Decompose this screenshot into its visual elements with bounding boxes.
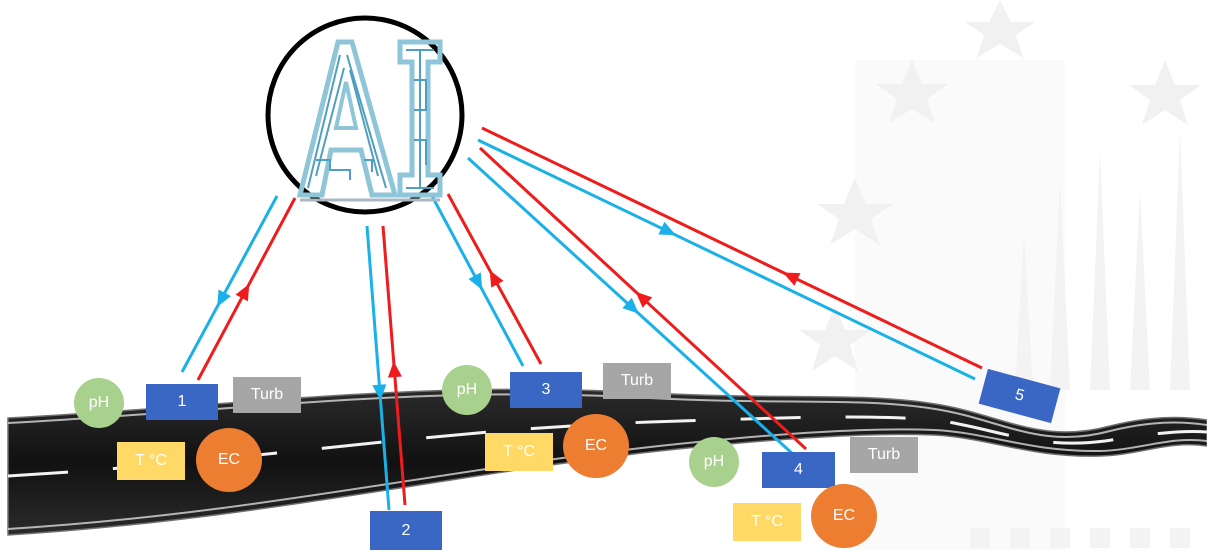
links bbox=[180, 126, 983, 511]
ai-circuit-maze-icon bbox=[296, 39, 443, 202]
node-box-4: 4 bbox=[762, 452, 835, 488]
background-star-icon bbox=[965, 0, 1035, 58]
temp-sensor-3: T °C bbox=[485, 433, 553, 471]
uplink-5 bbox=[481, 126, 983, 370]
downlink-1 bbox=[180, 195, 279, 373]
turb-sensor-3: Turb bbox=[603, 363, 671, 399]
ph-sensor-3: pH bbox=[442, 365, 492, 415]
downlink-2-arrowhead bbox=[372, 384, 387, 401]
uplink-2-arrowhead bbox=[387, 361, 402, 378]
downlink-5-arrowhead bbox=[658, 221, 676, 236]
ph-sensor-1: pH bbox=[74, 378, 124, 428]
node-box-3: 3 bbox=[510, 372, 582, 408]
road-center-dashes bbox=[7, 415, 1207, 478]
downlink-5 bbox=[477, 138, 976, 381]
downlink-3-arrowhead bbox=[468, 272, 483, 290]
turb-sensor-1: Turb bbox=[233, 377, 301, 413]
background-star-icon bbox=[817, 178, 893, 245]
uplink-4-arrowhead bbox=[635, 291, 653, 308]
ec-sensor-3: EC bbox=[563, 414, 629, 478]
background-star-icon bbox=[1129, 60, 1201, 125]
turb-sensor-4: Turb bbox=[850, 437, 918, 473]
road-edge-line bbox=[7, 428, 1207, 530]
downlink-4-arrowhead bbox=[622, 297, 639, 314]
background-star-icon bbox=[799, 305, 871, 371]
downlink-1-arrowhead bbox=[217, 289, 231, 307]
ai-hub: AI bbox=[265, 15, 465, 215]
node-box-2: 2 bbox=[370, 511, 442, 550]
temp-sensor-1: T °C bbox=[117, 442, 185, 480]
temp-sensor-4: T °C bbox=[733, 503, 801, 541]
uplink-1-arrowhead bbox=[235, 283, 250, 302]
node-box-1: 1 bbox=[146, 384, 218, 420]
uplink-5-arrowhead bbox=[782, 272, 801, 286]
ec-sensor-4: EC bbox=[811, 484, 877, 548]
ph-sensor-4: pH bbox=[689, 437, 739, 487]
downlink-2 bbox=[365, 225, 391, 511]
background-star-icon bbox=[876, 60, 948, 123]
ec-sensor-1: EC bbox=[196, 428, 262, 492]
uplink-3-arrowhead bbox=[489, 270, 504, 288]
